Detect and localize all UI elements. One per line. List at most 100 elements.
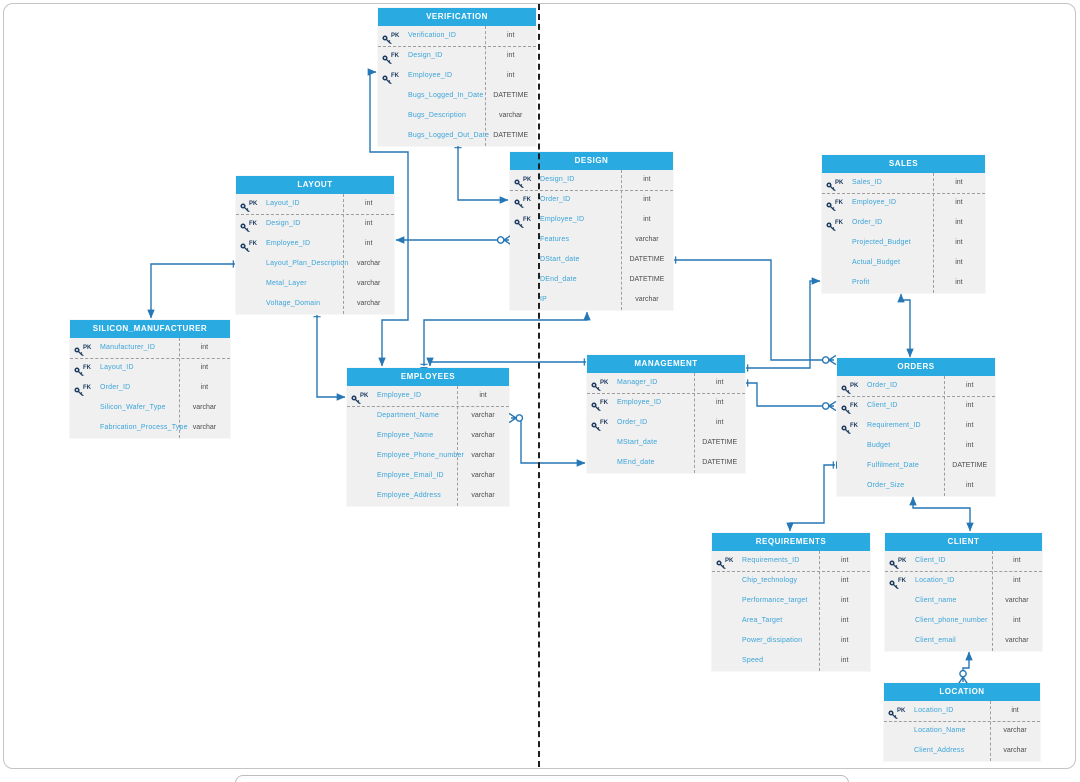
field-name: Bugs_Description: [408, 112, 467, 119]
key-label: FK: [249, 241, 257, 247]
connector-orders-sales[interactable]: [897, 293, 914, 358]
connector-orders-client[interactable]: [909, 496, 974, 532]
key-icon: [351, 391, 361, 405]
key-label: PK: [835, 180, 844, 186]
column-divider: [990, 701, 992, 761]
field-name: Fulfilment_Date: [867, 462, 920, 469]
key-label: PK: [725, 558, 734, 564]
field-type: int: [841, 597, 849, 604]
entity-title: CLIENT: [885, 533, 1042, 551]
key-label: PK: [897, 708, 906, 714]
column-divider: [944, 376, 946, 496]
field-name: Bugs_Logged_Out_Date: [408, 132, 490, 139]
field-name: Budget: [867, 442, 891, 449]
field-type: varchar: [1003, 747, 1027, 754]
field-type: DATETIME: [702, 439, 738, 446]
field-type: varchar: [471, 492, 495, 499]
connector-management-employees[interactable]: [426, 357, 589, 367]
key-icon: [74, 383, 84, 397]
key-icon: [826, 178, 836, 192]
pk-separator: [587, 393, 745, 394]
field-name: Order_ID: [540, 196, 571, 203]
field-name: Projected_Budget: [852, 239, 911, 246]
connector-verification-design[interactable]: [454, 143, 509, 204]
connector-employees-design[interactable]: [420, 311, 591, 369]
key-label: PK: [360, 393, 369, 399]
field-name: Order_Size: [867, 482, 905, 489]
field-name: Client_phone_number: [915, 617, 988, 624]
key-icon: [889, 576, 899, 590]
key-label: PK: [850, 383, 859, 389]
field-name: DEnd_date: [540, 276, 577, 283]
field-type: int: [841, 617, 849, 624]
entity-title: VERIFICATION: [378, 8, 536, 26]
key-icon: [591, 418, 601, 432]
connector-client-location[interactable]: [957, 651, 973, 685]
connector-management-sales[interactable]: [743, 277, 821, 372]
connector-employees-verification[interactable]: [367, 68, 409, 367]
field-name: Profit: [852, 279, 870, 286]
key-label: FK: [391, 53, 399, 59]
field-name: Layout_ID: [100, 364, 134, 371]
key-icon: [889, 556, 899, 570]
field-name: Client_email: [915, 637, 956, 644]
field-type: DATETIME: [629, 276, 665, 283]
field-row: DEnd_date DATETIME: [510, 270, 673, 290]
connector-layout-silicon_manufacturer[interactable]: [147, 260, 238, 319]
field-name: DStart_date: [540, 256, 580, 263]
field-name: Actual_Budget: [852, 259, 901, 266]
key-icon: [514, 215, 524, 229]
key-icon: [240, 219, 250, 233]
field-type: int: [966, 402, 974, 409]
field-name: Design_ID: [408, 52, 443, 59]
entity-title: SALES: [822, 155, 985, 173]
column-divider: [694, 373, 696, 473]
connector-employees-management[interactable]: [508, 412, 586, 467]
field-name: Employee_ID: [266, 240, 311, 247]
field-type: int: [955, 199, 963, 206]
entity-title: DESIGN: [510, 152, 673, 170]
connector-orders-requirements[interactable]: [786, 461, 838, 532]
field-type: int: [955, 239, 963, 246]
field-type: int: [841, 557, 849, 564]
key-label: FK: [600, 400, 608, 406]
connector-management-orders[interactable]: [743, 379, 837, 412]
key-icon: [240, 239, 250, 253]
field-name: Employee_ID: [540, 216, 585, 223]
connector-layout-employees[interactable]: [313, 312, 346, 401]
field-type: varchar: [357, 280, 381, 287]
field-type: int: [955, 259, 963, 266]
field-type: varchar: [471, 472, 495, 479]
key-label: FK: [523, 217, 531, 223]
field-type: int: [1011, 707, 1019, 714]
page-break-line: [538, 4, 540, 767]
key-icon: [240, 199, 250, 213]
pk-separator: [885, 571, 1042, 572]
